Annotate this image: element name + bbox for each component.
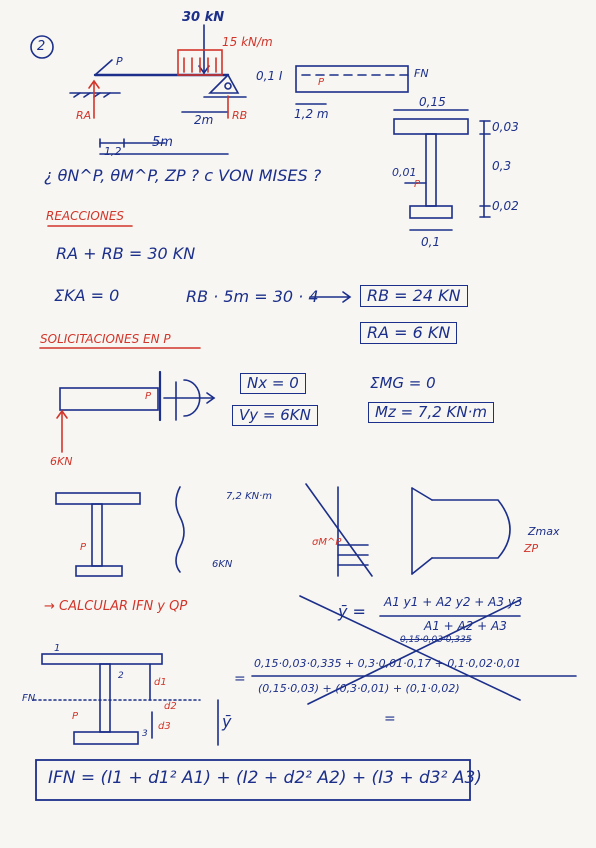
stress-tau-max: Zmax bbox=[528, 525, 560, 538]
moment-eq: ΣMG = 0 bbox=[370, 374, 436, 392]
i3-ybar: ȳ bbox=[222, 712, 232, 731]
crossed-value: 0,15·0,03·0,335 bbox=[400, 635, 472, 645]
i2-web bbox=[91, 503, 103, 567]
section-bot-width: 0,1 bbox=[421, 235, 441, 249]
solic-force-head bbox=[56, 409, 68, 419]
stress-p: P bbox=[80, 542, 87, 553]
tau-link bbox=[411, 487, 433, 501]
i3-d2: d2 bbox=[164, 701, 177, 712]
support-a-hatch bbox=[73, 92, 111, 98]
equals-2: = bbox=[384, 711, 396, 727]
section-web bbox=[425, 133, 437, 207]
ybar-den: A1 + A2 + A3 bbox=[424, 619, 507, 633]
i3-n3: 3 bbox=[142, 729, 148, 739]
i3-d3: d3 bbox=[158, 721, 171, 732]
solic-force: 6KN bbox=[50, 455, 73, 468]
ybar-num: A1 y1 + A2 y2 + A3 y3 bbox=[384, 595, 523, 609]
question-text: ¿ θN^P, θM^P, ZP ? c VON MISES ? bbox=[44, 166, 322, 185]
i3-p: P bbox=[72, 711, 79, 722]
beam-p-label: P bbox=[116, 55, 123, 68]
calcular-title: → CALCULAR IFN y QP bbox=[44, 599, 188, 614]
ifn-formula: IFN = (I1 + d1² A1) + (I2 + d2² A2) + (I… bbox=[48, 768, 482, 788]
stress-sigma: σM^P bbox=[312, 537, 342, 548]
reacciones-eq2: ΣKA = 0 bbox=[54, 286, 120, 305]
section-t1: 0,03 bbox=[492, 120, 519, 134]
i3-top bbox=[41, 653, 163, 665]
cut-beam bbox=[59, 387, 159, 411]
reacciones-eq3: RB · 5m = 30 · 4 bbox=[186, 287, 319, 306]
top-view-dim-label: 1,2 m bbox=[294, 107, 329, 121]
section-bottom-flange bbox=[409, 205, 453, 219]
i3-fn: FN bbox=[22, 693, 36, 704]
support-b bbox=[208, 73, 240, 94]
i3-web bbox=[99, 663, 111, 733]
i2-bottom bbox=[75, 565, 123, 577]
nx-answer: Nx = 0 bbox=[240, 373, 306, 394]
sigma-hatch bbox=[337, 544, 369, 566]
tau-diagram bbox=[411, 487, 511, 575]
sigma-line bbox=[305, 483, 373, 577]
dim-2m-label: 2m bbox=[194, 113, 214, 127]
problem-circle bbox=[30, 35, 54, 59]
section-top-flange bbox=[393, 118, 469, 135]
top-view-p: P bbox=[318, 77, 325, 88]
rb-answer: RB = 24 KN bbox=[360, 285, 468, 307]
moment-arc bbox=[183, 379, 201, 417]
calc-line2: (0,15·0,03) + (0,3·0,01) + (0,1·0,02) bbox=[258, 682, 460, 695]
vy-answer: Vy = 6KN bbox=[232, 405, 318, 426]
rb-label: RB bbox=[232, 109, 248, 122]
i2-top bbox=[55, 492, 141, 505]
i3-n2: 2 bbox=[118, 671, 124, 681]
ybar-label: ȳ = bbox=[338, 602, 366, 621]
mz-answer: Mz = 7,2 KN·m bbox=[368, 402, 494, 423]
i3-bottom bbox=[73, 731, 139, 745]
calc-line1: 0,15·0,03·0,335 + 0,3·0,01·0,17 + 0,1·0,… bbox=[254, 657, 521, 670]
section-t2: 0,02 bbox=[492, 199, 519, 213]
stress-shear: 6KN bbox=[212, 559, 233, 570]
ra-label: RA bbox=[76, 109, 92, 122]
dist-load-box bbox=[177, 49, 223, 76]
beam-left-end bbox=[94, 59, 113, 76]
problem-number: 2 bbox=[37, 39, 46, 54]
reacciones-eq1: RA + RB = 30 KN bbox=[56, 244, 196, 263]
axial-head bbox=[206, 392, 216, 404]
section-web-t: 0,01 bbox=[392, 166, 417, 179]
dist-load-arrows bbox=[183, 57, 217, 73]
section-web-h: 0,3 bbox=[492, 159, 512, 173]
ra-answer: RA = 6 KN bbox=[360, 322, 458, 344]
stress-moment: 7,2 KN·m bbox=[226, 491, 273, 502]
i3-n1: 1 bbox=[54, 643, 61, 654]
top-view-left: 0,1 I bbox=[256, 69, 283, 83]
cross-out-2 bbox=[307, 599, 521, 705]
formula-box bbox=[35, 759, 471, 801]
reacciones-title: REACCIONES bbox=[46, 209, 125, 223]
section-top-width: 0,15 bbox=[419, 95, 446, 109]
section-p: P bbox=[414, 179, 421, 190]
i3-d1: d1 bbox=[154, 677, 167, 688]
stress-tau-p: ZP bbox=[524, 542, 539, 555]
point-load-label: 30 kN bbox=[182, 10, 225, 25]
roller bbox=[224, 82, 232, 90]
solic-p: P bbox=[145, 391, 152, 402]
wavy-cut bbox=[175, 486, 185, 573]
top-view-fn: FN bbox=[414, 67, 429, 80]
dist-load-label: 15 kN/m bbox=[222, 35, 273, 49]
top-view-rect bbox=[295, 65, 409, 93]
dim-12-label: 1,2 bbox=[104, 145, 122, 158]
solicitaciones-title: SOLICITACIONES EN P bbox=[40, 332, 171, 346]
tau-link bbox=[411, 557, 433, 575]
implies-arrow bbox=[309, 291, 352, 303]
ra-head bbox=[88, 79, 100, 89]
equals-1: = bbox=[234, 671, 246, 687]
cross-out-1 bbox=[299, 595, 521, 701]
dim-5m-label: 5m bbox=[152, 135, 173, 150]
